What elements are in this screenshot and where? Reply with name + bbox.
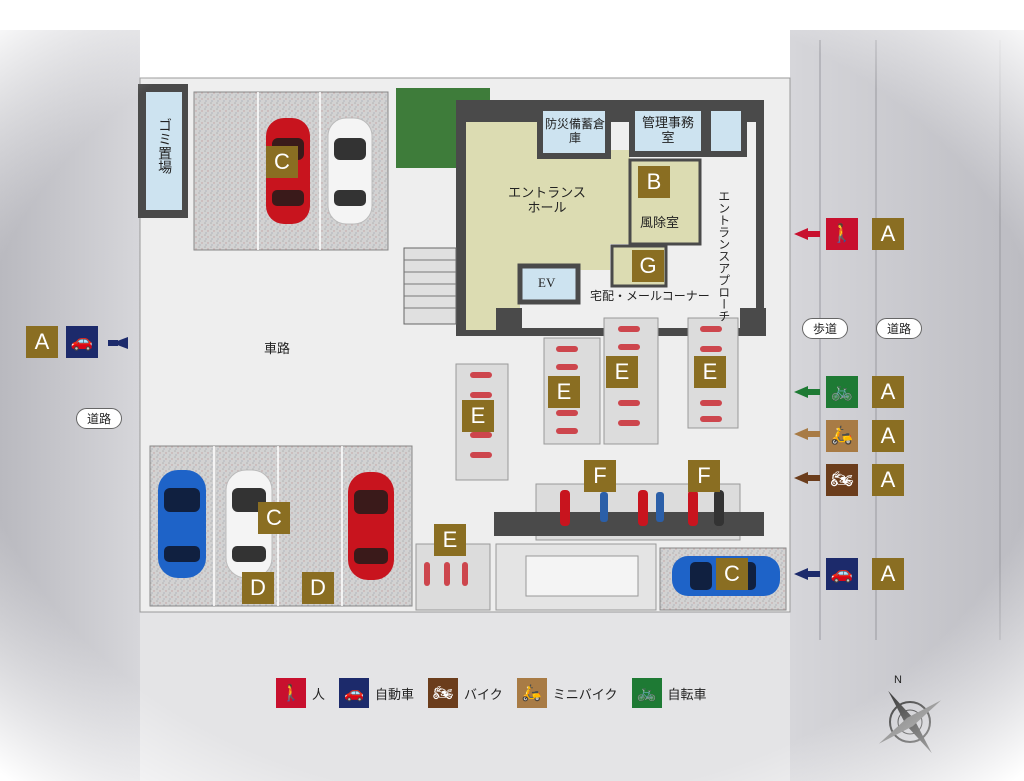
marker-c: C: [266, 146, 298, 178]
legend-item-person: 🚶 人: [276, 678, 325, 708]
car-icon: 🚗: [826, 558, 858, 590]
driveway-label: 車路: [264, 341, 291, 356]
marker-c: C: [258, 502, 290, 534]
marker-a: A: [872, 464, 904, 496]
marker-e: E: [434, 524, 466, 556]
disaster-storage-label: 防災備蓄倉庫: [545, 117, 606, 145]
entrance-approach-label: エントランスアプローチ: [716, 190, 731, 322]
marker-e: E: [606, 356, 638, 388]
marker-c: C: [716, 558, 748, 590]
marker-e: E: [548, 376, 580, 408]
car-blue-bottom: [158, 470, 206, 578]
marker-d: D: [242, 572, 274, 604]
marker-a: A: [26, 326, 58, 358]
ev-label: EV: [538, 275, 556, 290]
mgmt-office-label: 管理事務室: [641, 115, 694, 145]
legend-item-motorcycle: 🏍 バイク: [428, 678, 503, 708]
garbage-label: ゴミ置場: [156, 118, 172, 174]
road-label-right: 道路: [876, 318, 923, 339]
motorcycle-icon: 🏍: [428, 678, 459, 708]
windbreak-label: 風除室: [640, 215, 680, 230]
person-icon: 🚶: [826, 218, 858, 250]
marker-a: A: [872, 376, 904, 408]
left-road: [0, 30, 140, 781]
compass-north-label: N: [894, 674, 902, 686]
marker-a: A: [872, 218, 904, 250]
legend-item-scooter: 🛵 ミニバイク: [516, 678, 618, 708]
marker-e: E: [462, 400, 494, 432]
legend-item-car: 🚗 自動車: [339, 678, 414, 708]
marker-f: F: [688, 460, 720, 492]
car-icon: 🚗: [339, 678, 370, 708]
scooter-icon: 🛵: [826, 420, 858, 452]
marker-a: A: [872, 558, 904, 590]
car-white-top: [327, 117, 373, 225]
bicycle-icon: 🚲: [631, 678, 662, 708]
car-icon: 🚗: [66, 326, 98, 358]
bicycle-icon: 🚲: [826, 376, 858, 408]
scooter-icon: 🛵: [516, 678, 547, 708]
legend-item-bicycle: 🚲 自転車: [631, 678, 707, 708]
marker-a: A: [872, 420, 904, 452]
delivery-mail-label: 宅配・メールコーナー: [590, 289, 710, 303]
entrance-hall-label: エントランスホール: [508, 185, 586, 215]
car-red-bottom: [348, 472, 394, 580]
motorcycle-icon: 🏍: [826, 464, 858, 496]
marker-g: G: [632, 250, 664, 282]
marker-f: F: [584, 460, 616, 492]
marker-d: D: [302, 572, 334, 604]
legend: 🚶 人 🚗 自動車 🏍 バイク 🛵 ミニバイク 🚲 自転車: [276, 678, 707, 708]
marker-b: B: [638, 166, 670, 198]
sidewalk-label: 歩道: [802, 318, 849, 339]
marker-e: E: [694, 356, 726, 388]
road-label-left: 道路: [76, 408, 123, 429]
stairs: [403, 247, 457, 325]
person-icon: 🚶: [276, 678, 306, 708]
